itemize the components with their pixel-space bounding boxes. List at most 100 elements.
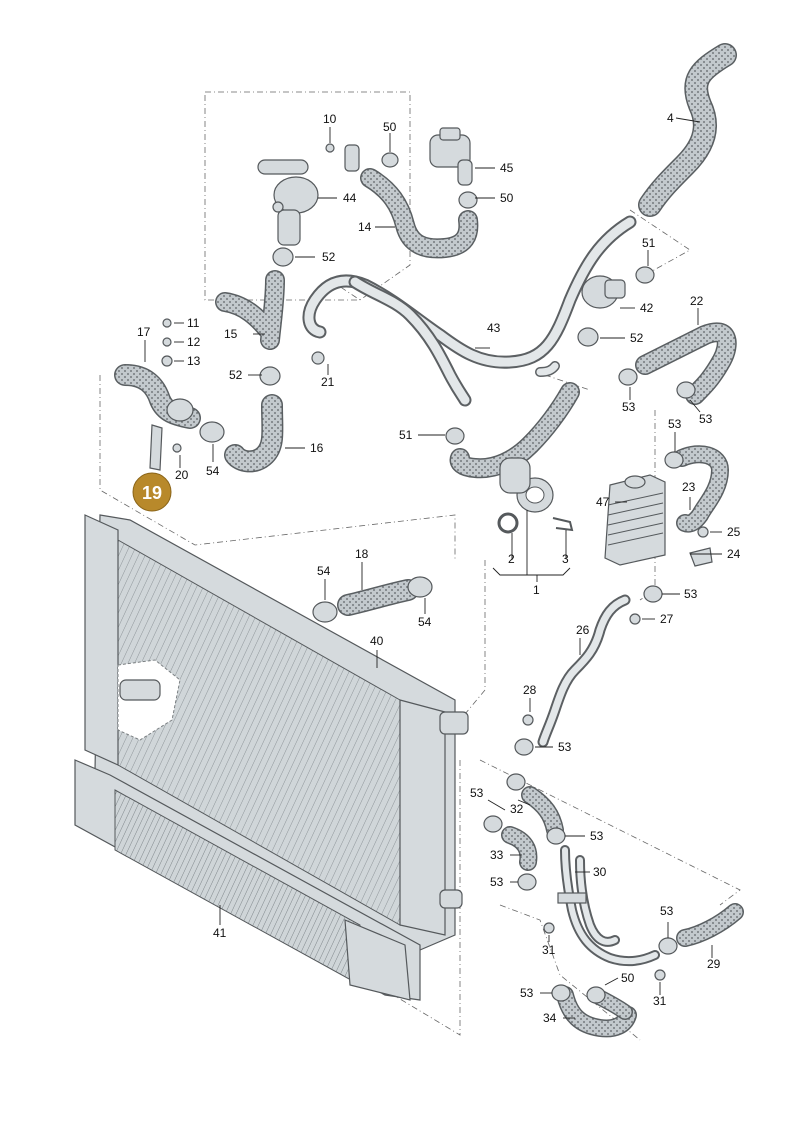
clamp-52-a (272, 247, 294, 267)
clamp-53-b (676, 381, 696, 399)
label-17: 17 (137, 325, 151, 339)
label-51-a: 51 (642, 236, 656, 250)
boundary-lower-hoses (479, 759, 741, 906)
label-54-b: 54 (317, 564, 331, 578)
clamp-54-c (407, 576, 433, 598)
label-42: 42 (640, 301, 654, 315)
highlight-badge-label: 19 (142, 483, 162, 503)
label-10: 10 (323, 112, 337, 126)
label-32: 32 (510, 802, 524, 816)
clamp-53-k (551, 984, 571, 1002)
leader-lines (144, 117, 722, 1019)
clamp-50-a (381, 152, 399, 168)
label-53-h: 53 (490, 875, 504, 889)
components (149, 127, 713, 904)
clamp-53-d (643, 585, 663, 603)
clamp-53-f (506, 773, 526, 791)
label-25: 25 (727, 525, 741, 539)
valve-45 (429, 127, 473, 186)
label-53-b: 53 (699, 412, 713, 426)
clamp-52-b (577, 327, 599, 347)
boundary-thermostat-group (204, 91, 411, 301)
radiator-40 (84, 514, 469, 951)
boundary-pipe-30 (499, 904, 641, 1041)
pipe-26 (537, 594, 631, 748)
boundary-left-hose-group (99, 375, 456, 560)
label-4: 4 (667, 111, 674, 125)
bolt-25 (697, 526, 709, 538)
label-28: 28 (523, 683, 537, 697)
label-52-b: 52 (630, 331, 644, 345)
label-29: 29 (707, 957, 721, 971)
label-40: 40 (370, 634, 384, 648)
label-12: 12 (187, 335, 201, 349)
label-23: 23 (682, 480, 696, 494)
label-22: 22 (690, 294, 704, 308)
label-53-c: 53 (668, 417, 682, 431)
label-31-a: 31 (542, 943, 556, 957)
clamp-53-g (483, 815, 503, 833)
label-53-g: 53 (590, 829, 604, 843)
bolt-10 (325, 143, 335, 153)
seal-2 (497, 512, 519, 534)
clamp-54-b (312, 601, 338, 623)
label-14: 14 (358, 220, 372, 234)
highlight-badge-19: 19 (132, 472, 172, 512)
bracket-30 (557, 892, 587, 904)
label-47: 47 (596, 495, 610, 509)
label-53-a: 53 (622, 400, 636, 414)
label-21: 21 (321, 375, 335, 389)
clamp-53-c (664, 451, 684, 469)
bolt-21 (311, 351, 325, 365)
label-18: 18 (355, 547, 369, 561)
clamp-51-b (445, 427, 465, 445)
clamps (199, 152, 696, 1004)
label-50-c: 50 (621, 971, 635, 985)
clamp-51-a (635, 266, 655, 284)
label-3: 3 (562, 552, 569, 566)
label-53-d: 53 (684, 587, 698, 601)
clamp-53-e (514, 738, 534, 756)
label-24: 24 (727, 547, 741, 561)
label-1: 1 (533, 583, 540, 597)
label-34: 34 (543, 1011, 557, 1025)
label-43: 43 (487, 321, 501, 335)
bolt-27 (629, 613, 641, 625)
connector-1 (499, 457, 554, 513)
label-33: 33 (490, 848, 504, 862)
boundary-pipe43 (544, 374, 591, 391)
bolt-11 (162, 318, 172, 328)
label-13: 13 (187, 354, 201, 368)
bolt-31-b (654, 969, 666, 981)
bolt-20 (172, 443, 182, 453)
part-labels: 4 10 50 45 50 44 14 52 51 42 52 22 43 17… (137, 111, 741, 1025)
label-30: 30 (593, 865, 607, 879)
label-41: 41 (213, 926, 227, 940)
label-54-a: 54 (206, 464, 220, 478)
nut-13 (161, 355, 173, 367)
label-16: 16 (310, 441, 324, 455)
clamp-53-h (546, 827, 566, 845)
aux-radiator-41 (74, 759, 421, 1001)
label-15: 15 (224, 327, 238, 341)
nut-12 (162, 337, 172, 347)
connector-42 (581, 275, 626, 309)
label-26: 26 (576, 623, 590, 637)
pipes (302, 215, 660, 967)
boundary-right-upper (629, 209, 691, 276)
bracket-19 (149, 424, 163, 471)
label-50-b: 50 (500, 191, 514, 205)
bolt-31-a (543, 922, 555, 934)
label-44: 44 (343, 191, 357, 205)
label-54-c: 54 (418, 615, 432, 629)
fasteners (161, 143, 709, 981)
label-27: 27 (660, 612, 674, 626)
label-31-b: 31 (653, 994, 667, 1008)
fitting-10 (344, 144, 360, 172)
oil-cooler-47 (604, 474, 666, 566)
clamp-52-c (259, 366, 281, 386)
bracket-24 (689, 547, 713, 567)
boundary-radiator-right (459, 560, 486, 721)
clamp-50-b (458, 191, 478, 209)
clamp-53-i (517, 873, 537, 891)
